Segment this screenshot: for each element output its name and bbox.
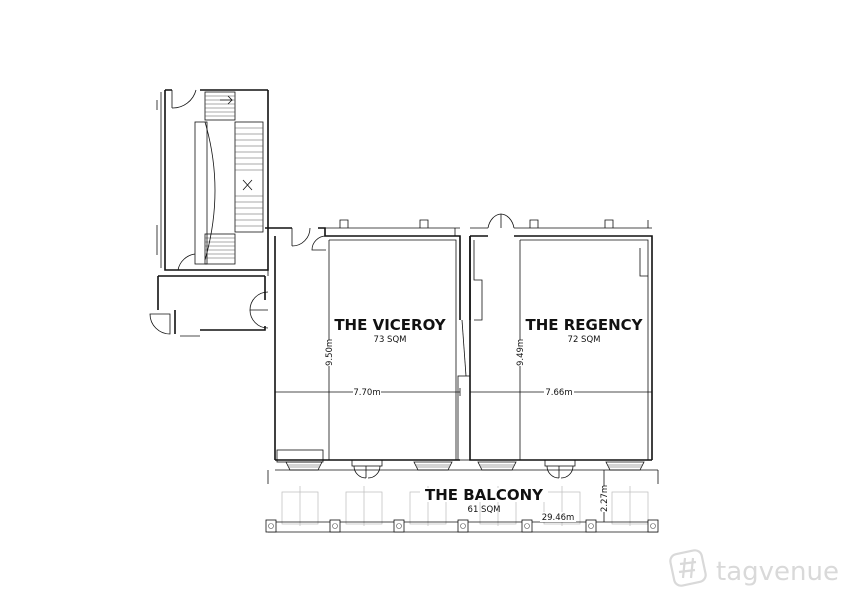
regency-title: THE REGENCY [525, 316, 643, 334]
balcony-title: THE BALCONY [425, 486, 544, 504]
viceroy-depth: 9.50m [325, 339, 335, 366]
viceroy-width: 7.70m [353, 388, 380, 398]
room-regency [469, 213, 653, 461]
viceroy-title: THE VICEROY [334, 316, 446, 334]
balcony-area: 61 SQM [468, 505, 501, 515]
facade-windows [267, 459, 659, 484]
watermark-text: tagvenue [716, 557, 839, 587]
tagvenue-logo-icon [669, 549, 707, 587]
regency-width: 7.66m [545, 388, 572, 398]
regency-area: 72 SQM [568, 335, 601, 345]
viceroy-area: 73 SQM [374, 335, 407, 345]
balcony [265, 470, 659, 533]
staircase [156, 89, 269, 271]
room-viceroy [265, 219, 471, 463]
lobby [149, 275, 269, 337]
balcony-depth: 2.27m [600, 485, 610, 512]
balcony-width: 29.46m [542, 513, 575, 523]
regency-depth: 9.49m [516, 339, 526, 366]
